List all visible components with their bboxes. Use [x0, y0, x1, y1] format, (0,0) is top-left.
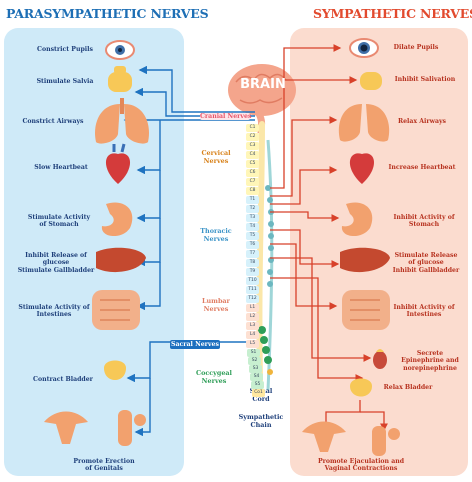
bladder-icon: [104, 361, 126, 381]
inhibit-glucose-label: Inhibit Release of glucose Stimulate Gal…: [16, 252, 96, 274]
slow-heartbeat-label: Slow Heartbeat: [26, 164, 96, 171]
male-reproductive-icon: [118, 410, 146, 446]
relax-airways-label: Relax Airways: [392, 118, 452, 125]
bladder-icon: [350, 379, 372, 397]
constrict-airways-label: Constrict Airways: [18, 118, 88, 125]
cranial-nerves-label: Cranial Nerves: [200, 113, 250, 120]
vertebra-t2: T2: [246, 205, 259, 213]
vertebra-c4: C4: [246, 151, 259, 159]
vertebra-t8: T8: [246, 259, 259, 267]
inhibit-intestines-label: Inhibit Activity of Intestines: [386, 304, 462, 319]
liver-icon: [96, 248, 146, 272]
stimulate-glucose-label: Stimulate Release of glucose Inhibit Gal…: [388, 252, 464, 274]
secrete-epinephrine-label: Secrete Epinephrine and norepinephrine: [392, 350, 468, 372]
stomach-icon: [342, 202, 372, 236]
relax-bladder-label: Relax Bladder: [378, 384, 438, 391]
sympathetic-organs: [302, 39, 400, 456]
stimulate-intestines-label: Stimulate Activity of Intestines: [16, 304, 92, 319]
vertebra-c7: C7: [246, 178, 259, 186]
brain-label: BRAIN: [240, 78, 286, 92]
salivary-gland-icon: [360, 72, 382, 90]
vertebra-s3: S3: [249, 365, 262, 373]
heart-icon: [350, 153, 374, 184]
vertebra-t3: T3: [246, 214, 259, 222]
sympathetic-chain-label: Sympathetic Chain: [236, 414, 286, 429]
vertebra-s5: S5: [251, 381, 264, 389]
lumbar-nerves-label: Lumbar Nerves: [196, 298, 236, 313]
vertebra-s1: S1: [247, 349, 260, 357]
male-reproductive-icon: [372, 426, 400, 456]
vertebra-t7: T7: [246, 250, 259, 258]
contract-bladder-label: Contract Bladder: [28, 376, 98, 383]
vertebra-co1: Co1: [252, 389, 265, 397]
constrict-pupils-label: Constrict Pupils: [30, 46, 100, 53]
vertebra-s2: S2: [248, 357, 261, 365]
inhibit-salivation-label: Inhibit Salivation: [390, 76, 460, 83]
heart-icon: [106, 144, 130, 184]
female-reproductive-icon: [44, 412, 88, 445]
lungs-icon: [95, 98, 149, 144]
vertebra-l4: L4: [246, 331, 259, 339]
parasympathetic-organs: [44, 41, 149, 446]
stimulate-stomach-label: Stimulate Activity of Stomach: [22, 214, 96, 229]
vertebra-t6: T6: [246, 241, 259, 249]
vertebra-t9: T9: [246, 268, 259, 276]
vertebra-t12: T12: [246, 295, 259, 303]
vertebra-l1: L1: [246, 304, 259, 312]
lungs-icon: [339, 104, 389, 142]
dilated-eye-icon: [350, 39, 378, 57]
vertebra-t5: T5: [246, 232, 259, 240]
dilate-pupils-label: Dilate Pupils: [386, 44, 446, 51]
vertebra-t1: T1: [246, 196, 259, 204]
stimulate-salvia-label: Stimulate Salvia: [30, 78, 100, 85]
vertebra-c8: C8: [246, 187, 259, 195]
adrenal-kidney-icon: [373, 349, 387, 369]
intestines-icon: [92, 290, 140, 330]
vertebra-t11: T11: [246, 286, 259, 294]
sacral-nerves-label: Sacral Nerves: [170, 340, 220, 349]
vertebra-s4: S4: [250, 373, 263, 381]
promote-ejaculation-label: Promote Ejaculation and Vaginal Contract…: [308, 458, 414, 473]
vertebra-c3: C3: [246, 142, 259, 150]
intestines-icon: [342, 290, 390, 330]
female-reproductive-icon: [302, 422, 346, 453]
eye-icon: [106, 41, 134, 59]
vertebra-l5: L5: [246, 340, 259, 348]
inhibit-stomach-label: Inhibit Activity of Stomach: [386, 214, 462, 229]
increase-heartbeat-label: Increase Heartbeat: [384, 164, 460, 171]
vertebra-c1: C1: [246, 124, 259, 132]
vertebra-l2: L2: [246, 313, 259, 321]
vertebra-l3: L3: [246, 322, 259, 330]
vertebra-c2: C2: [246, 133, 259, 141]
coccygeal-nerves-label: Coccygeal Nerves: [192, 370, 236, 385]
promote-erection-label: Promote Erection of Genitals: [64, 458, 144, 473]
salivary-gland-icon: [108, 66, 132, 92]
cervical-nerves-label: Cervical Nerves: [196, 150, 236, 165]
liver-icon: [340, 248, 390, 272]
vertebra-c5: C5: [246, 160, 259, 168]
vertebra-t4: T4: [246, 223, 259, 231]
stomach-icon: [102, 202, 132, 236]
thoracic-nerves-label: Thoracic Nerves: [196, 228, 236, 243]
vertebra-c6: C6: [246, 169, 259, 177]
vertebra-t10: T10: [246, 277, 259, 285]
